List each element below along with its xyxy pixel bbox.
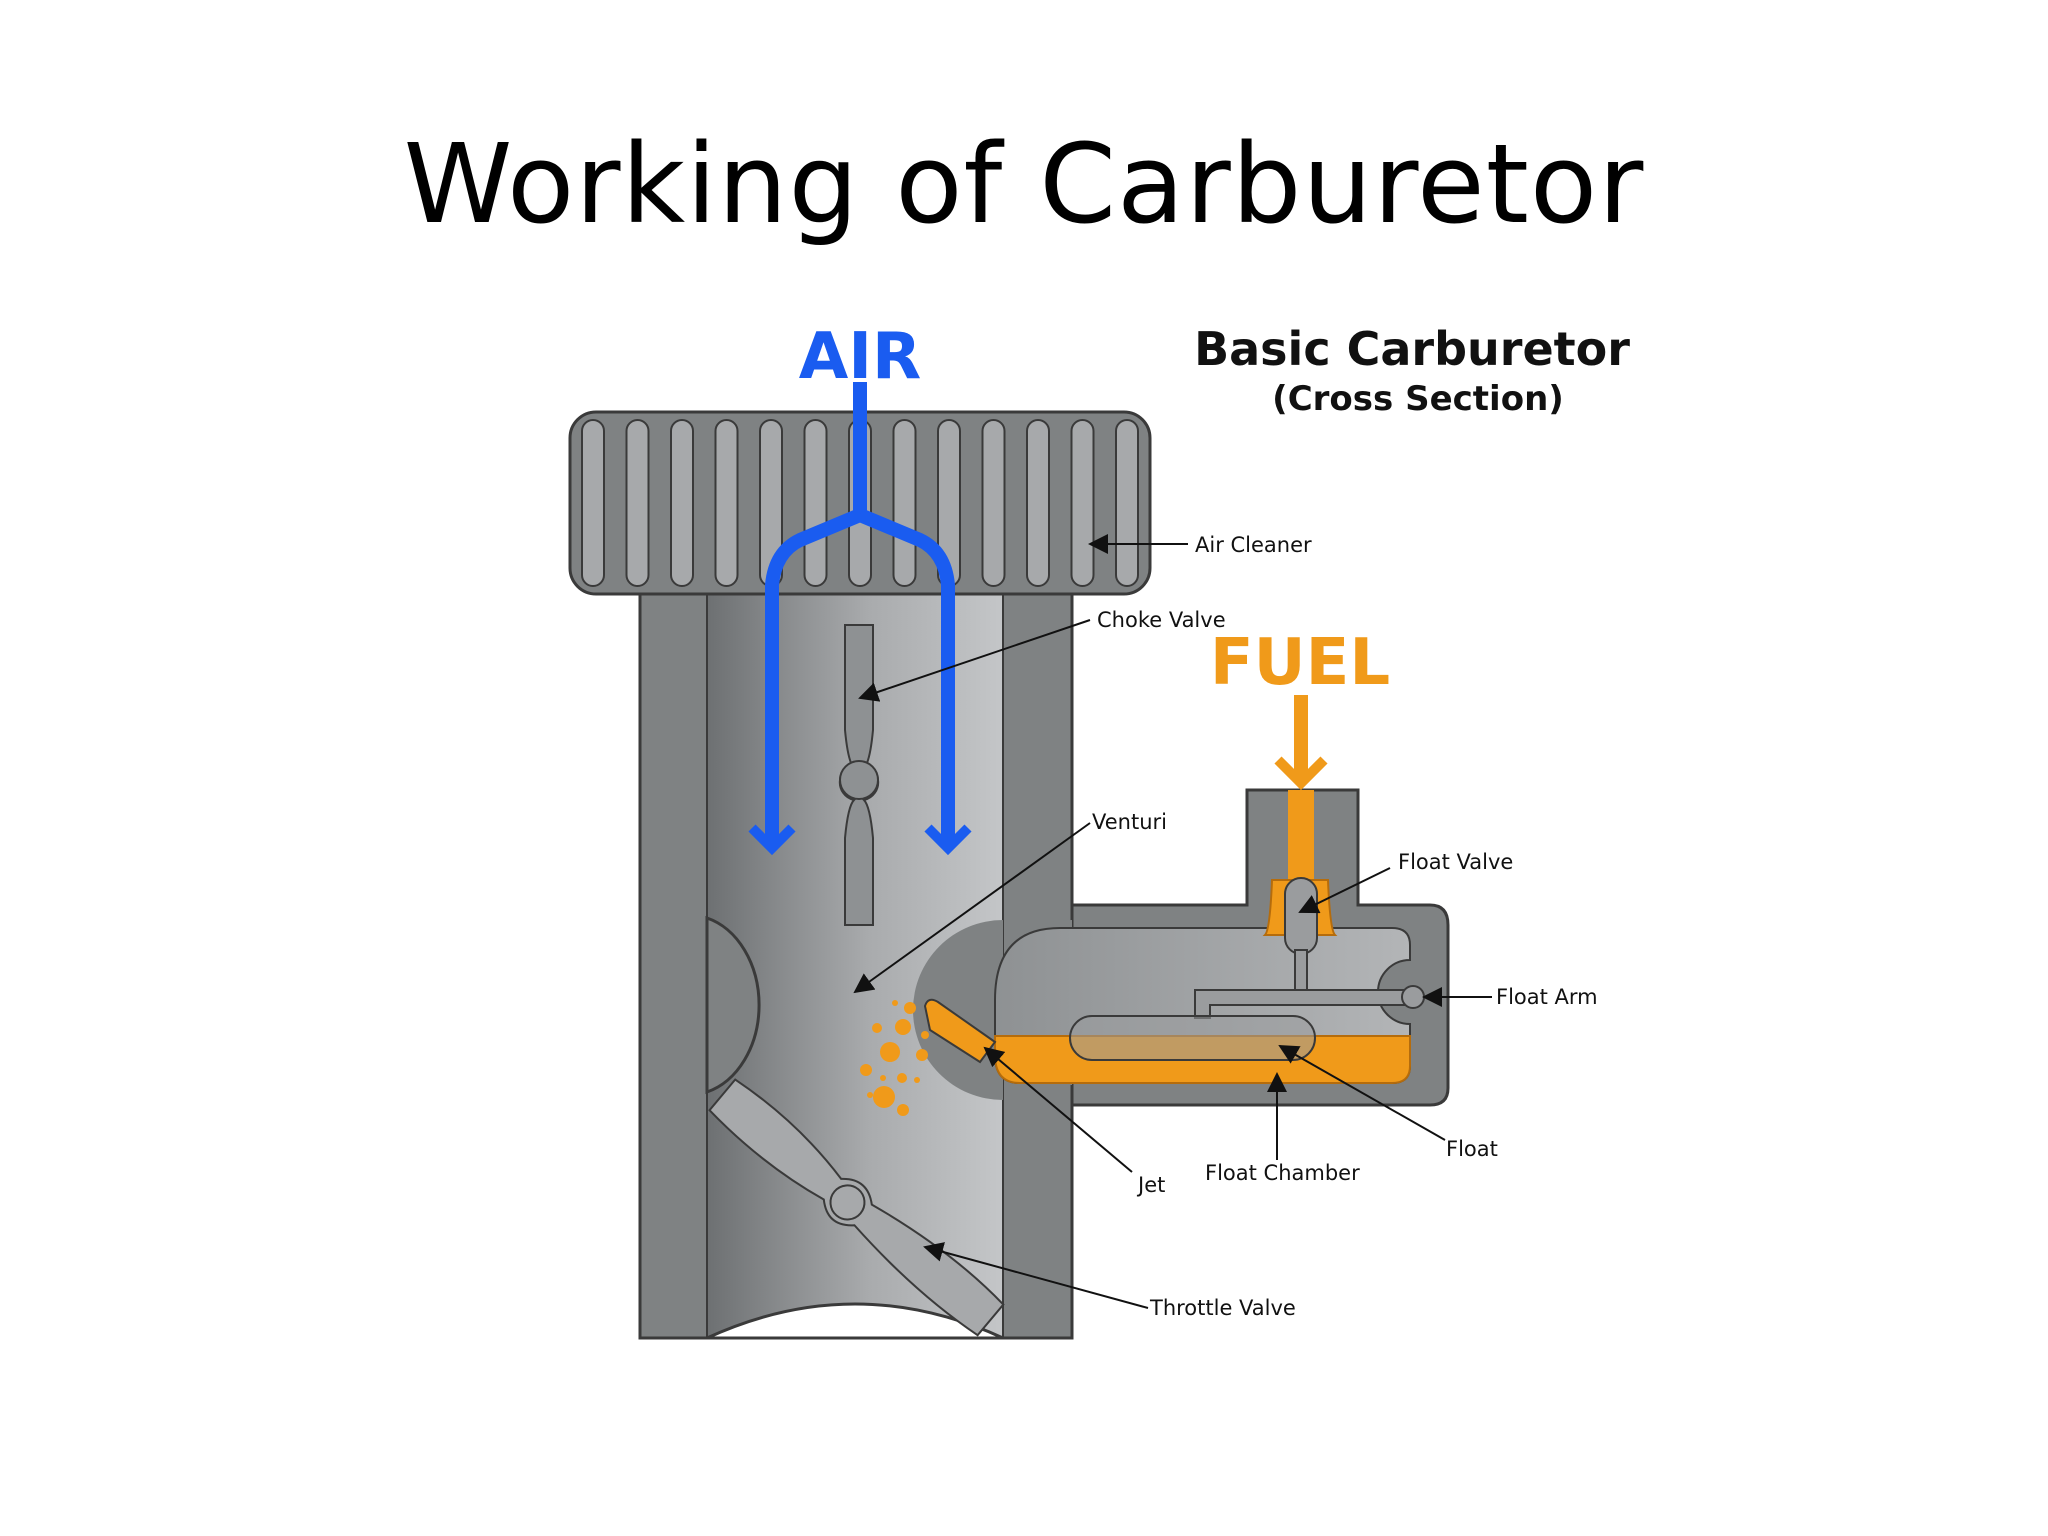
air-cleaner-slot xyxy=(1026,419,1050,587)
diagram-heading: Basic Carburetor xyxy=(1194,322,1630,376)
air-cleaner-slot xyxy=(670,419,694,587)
label-throttle-valve: Throttle Valve xyxy=(1149,1296,1296,1320)
air-cleaner-slot xyxy=(1070,419,1095,587)
air-cleaner-slot xyxy=(625,419,650,587)
choke-valve xyxy=(838,624,880,926)
air-arrowheads xyxy=(748,824,972,856)
air-cleaner-slot xyxy=(1115,419,1139,587)
fuel-label: FUEL xyxy=(1210,626,1390,700)
label-float: Float xyxy=(1446,1137,1498,1161)
leader-lines xyxy=(853,534,1492,1309)
label-float-arm: Float Arm xyxy=(1496,985,1598,1009)
fuel-droplets xyxy=(860,1000,929,1116)
jet xyxy=(923,998,997,1064)
fuel-arrow xyxy=(1274,695,1328,791)
air-label: AIR xyxy=(799,320,922,394)
air-cleaner-slot xyxy=(981,419,1006,587)
label-jet: Jet xyxy=(1136,1173,1165,1197)
float-assembly xyxy=(1069,985,1425,1061)
label-choke-valve: Choke Valve xyxy=(1097,608,1226,632)
diagram-subheading: (Cross Section) xyxy=(1272,379,1564,419)
label-venturi: Venturi xyxy=(1092,810,1167,834)
slide-title: Working of Carburetor xyxy=(403,120,1645,248)
air-cleaner-slot xyxy=(892,419,917,587)
air-cleaner-slot xyxy=(714,419,739,587)
throttle-valve xyxy=(708,1078,1005,1337)
label-float-chamber: Float Chamber xyxy=(1205,1161,1360,1185)
air-cleaner-slot xyxy=(803,419,828,587)
air-flow xyxy=(765,382,955,820)
label-air-cleaner: Air Cleaner xyxy=(1195,533,1312,557)
label-float-valve: Float Valve xyxy=(1398,850,1513,874)
air-cleaner-slot xyxy=(581,419,605,587)
